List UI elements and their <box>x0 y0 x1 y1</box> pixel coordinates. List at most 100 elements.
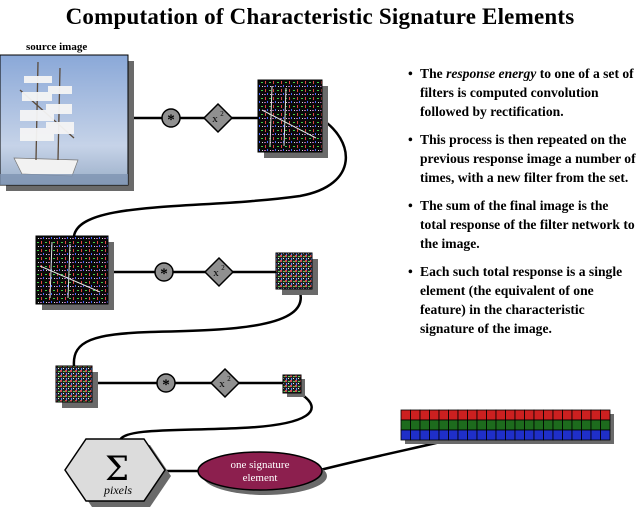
signature-cell <box>552 419 563 431</box>
signature-cell <box>400 419 411 431</box>
signature-cell <box>448 419 459 431</box>
signature-cell <box>581 429 592 441</box>
bullet-4: Each such total response is a single ele… <box>408 262 636 338</box>
svg-text:2: 2 <box>220 110 224 118</box>
signature-cell <box>438 419 449 431</box>
svg-text:2: 2 <box>227 375 231 383</box>
signature-cell <box>571 409 582 421</box>
signature-cell <box>543 419 554 431</box>
signature-cell <box>533 429 544 441</box>
signature-cell <box>467 429 478 441</box>
signature-element-node: one signature element <box>197 451 327 495</box>
signature-cell <box>429 409 440 421</box>
signature-cell <box>457 429 468 441</box>
signature-cell <box>457 409 468 421</box>
signature-cell <box>495 409 506 421</box>
signature-cell <box>419 429 430 441</box>
signature-cell <box>600 429 611 441</box>
sigma-symbol: Σ <box>105 449 129 489</box>
bullet-1: The response energy to one of a set of f… <box>408 64 636 121</box>
signature-cell <box>486 429 497 441</box>
signature-cell <box>524 419 535 431</box>
signature-cell <box>476 409 487 421</box>
signature-cell <box>410 429 421 441</box>
signature-cell <box>448 409 459 421</box>
svg-text:*: * <box>167 112 175 128</box>
svg-text:*: * <box>160 266 168 282</box>
signature-cell <box>410 409 421 421</box>
filtered-image-5 <box>282 374 305 397</box>
signature-cell <box>448 429 459 441</box>
signature-cell <box>467 419 478 431</box>
filtered-image-4 <box>55 365 98 408</box>
signature-cell <box>495 419 506 431</box>
signature-cell <box>552 409 563 421</box>
signature-cell <box>533 419 544 431</box>
svg-text:element: element <box>243 472 278 484</box>
signature-cell <box>486 419 497 431</box>
square-operator-2: x 2 <box>203 256 235 288</box>
filtered-image-1 <box>257 79 328 158</box>
signature-cell <box>543 409 554 421</box>
signature-cell <box>590 409 601 421</box>
signature-cell <box>581 419 592 431</box>
signature-cell <box>562 419 573 431</box>
filtered-image-3 <box>275 252 318 295</box>
svg-text:x: x <box>212 113 218 125</box>
source-image-label: source image <box>26 41 88 53</box>
svg-text:one signature: one signature <box>231 459 290 471</box>
pixels-label: pixels <box>103 483 132 497</box>
signature-cell <box>600 409 611 421</box>
square-operator-3: x 2 <box>209 367 241 399</box>
signature-cell <box>524 429 535 441</box>
signature-cell <box>429 429 440 441</box>
signature-cell <box>543 429 554 441</box>
signature-cell <box>514 429 525 441</box>
signature-cell <box>419 409 430 421</box>
signature-cell <box>476 429 487 441</box>
signature-cell <box>505 419 516 431</box>
summation-node: Σ pixels <box>64 438 171 507</box>
signature-cell <box>514 409 525 421</box>
signature-cell <box>438 429 449 441</box>
signature-cell <box>524 409 535 421</box>
signature-cell <box>457 419 468 431</box>
signature-cell <box>505 429 516 441</box>
signature-cell <box>467 409 478 421</box>
signature-cell <box>562 429 573 441</box>
signature-cell <box>514 419 525 431</box>
svg-text:x: x <box>213 267 219 279</box>
signature-cell <box>438 409 449 421</box>
signature-cell <box>590 429 601 441</box>
svg-text:2: 2 <box>221 264 225 272</box>
signature-cell <box>429 419 440 431</box>
signature-cell <box>571 429 582 441</box>
signature-cell <box>590 419 601 431</box>
signature-cell <box>486 409 497 421</box>
convolution-operator-3: * <box>156 373 176 393</box>
filtered-image-2 <box>35 235 114 310</box>
signature-cell <box>495 429 506 441</box>
svg-text:x: x <box>219 378 225 390</box>
bullet-3: The sum of the final image is the total … <box>408 196 636 253</box>
signature-cell <box>410 419 421 431</box>
signature-cell <box>400 429 411 441</box>
signature-cell <box>571 419 582 431</box>
signature-cell <box>600 419 611 431</box>
signature-vector <box>400 409 614 444</box>
signature-cell <box>476 419 487 431</box>
signature-cell <box>562 409 573 421</box>
bullet-2: This process is then repeated on the pre… <box>408 130 636 187</box>
convolution-operator-1: * <box>161 108 181 128</box>
source-image <box>0 54 134 191</box>
svg-text:*: * <box>162 377 170 393</box>
page-title: Computation of Characteristic Signature … <box>65 4 575 29</box>
square-operator-1: x 2 <box>202 102 234 134</box>
convolution-operator-2: * <box>154 262 174 282</box>
explanation-list: The response energy to one of a set of f… <box>408 64 636 347</box>
signature-cell <box>533 409 544 421</box>
signature-cell <box>419 419 430 431</box>
signature-cell <box>400 409 411 421</box>
signature-cell <box>581 409 592 421</box>
